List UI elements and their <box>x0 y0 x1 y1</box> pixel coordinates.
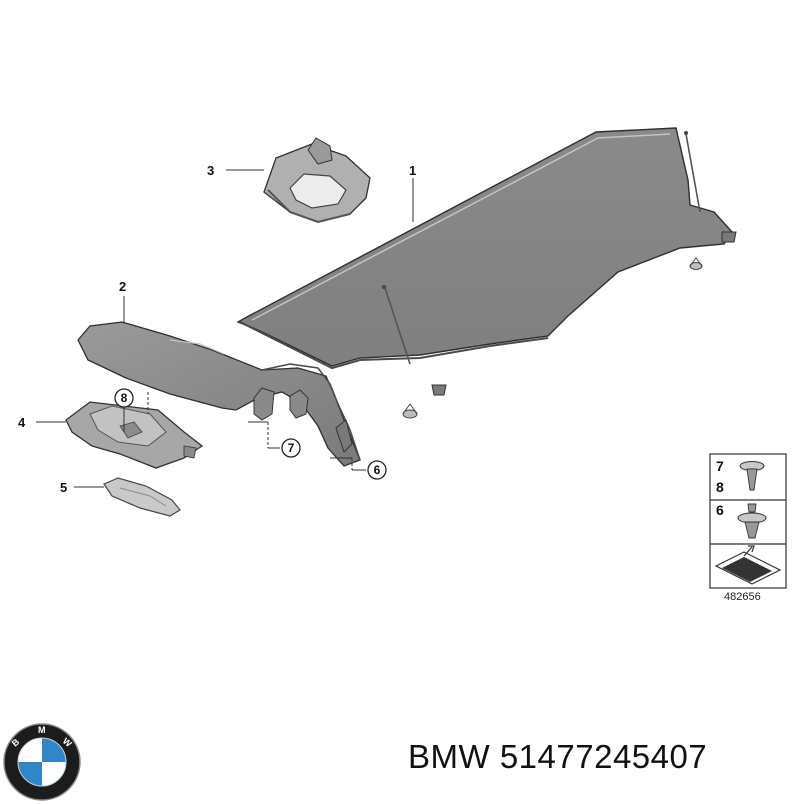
callout-7: 7 <box>288 441 295 455</box>
callout-5: 5 <box>60 480 67 495</box>
callout-3: 3 <box>207 163 214 178</box>
leader-lines <box>36 169 414 488</box>
legend-label-7: 7 <box>716 458 724 474</box>
brand-name: BMW <box>408 738 491 775</box>
bracket-tray-part <box>65 401 204 469</box>
expanding-clip-icon <box>737 503 767 539</box>
callout-4: 4 <box>18 415 26 430</box>
logo-letter-m: M <box>38 725 46 735</box>
callout-8-ring: 8 <box>114 388 134 408</box>
fastener-legend: 7 8 6 482656 <box>709 453 787 603</box>
bezel-part <box>263 137 371 224</box>
callout-7-ring: 7 <box>281 438 301 458</box>
small-cover-part <box>103 477 181 517</box>
callout-8: 8 <box>121 391 128 405</box>
parcel-shelf-part <box>236 127 737 419</box>
callout-2: 2 <box>119 279 126 294</box>
callout-6: 6 <box>374 463 381 477</box>
legend-label-6: 6 <box>716 502 724 518</box>
side-trim-panel-part <box>77 321 361 467</box>
bmw-logo: B M W <box>3 723 81 801</box>
part-number: 51477245407 <box>499 738 708 775</box>
push-rivet-icon <box>739 461 765 491</box>
legend-label-8: 8 <box>716 479 724 495</box>
diagram-number: 482656 <box>724 591 761 603</box>
logo-letter-b: B <box>10 736 22 748</box>
callout-1: 1 <box>409 163 416 178</box>
callout-6-ring: 6 <box>367 460 387 480</box>
gasket-sheet-icon <box>714 545 782 585</box>
part-caption: BMW 51477245407 <box>408 738 788 788</box>
